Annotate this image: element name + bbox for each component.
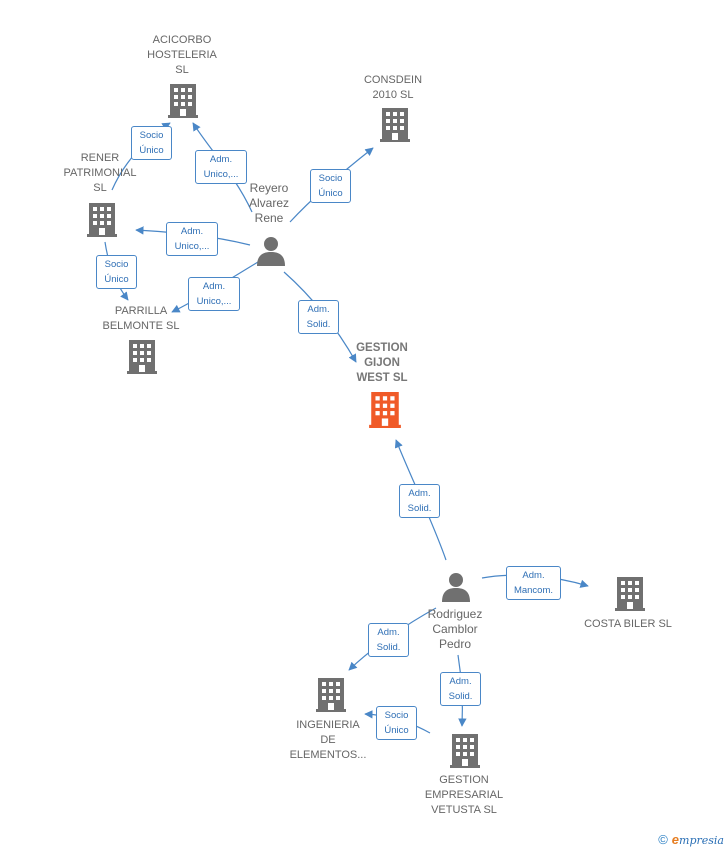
company-label-gestion-gijon[interactable]: GESTION GIJON WEST SL: [356, 342, 408, 384]
edge-label: Socio Único: [131, 126, 172, 160]
building-icon: [168, 84, 198, 118]
edge-label: Adm. Unico,...: [166, 222, 218, 256]
edge-label: Adm. Solid.: [298, 300, 339, 334]
company-label-gestion-vetusta[interactable]: GESTION EMPRESARIAL VETUSTA SL: [424, 774, 504, 816]
edge-label: Socio Único: [376, 706, 417, 740]
building-icon: [316, 678, 346, 712]
company-label-ingenieria[interactable]: INGENIERIA DE ELEMENTOS...: [289, 719, 367, 761]
edge-label: Socio Único: [310, 169, 351, 203]
edge-label: Socio Único: [96, 255, 137, 289]
footer-branding: © empresia: [658, 832, 724, 847]
person-label-reyero[interactable]: Reyero Alvarez Rene: [248, 181, 289, 225]
company-label-consdein[interactable]: CONSDEIN 2010 SL: [363, 74, 423, 101]
edge-label: Adm. Unico,...: [195, 150, 247, 184]
person-label-rodriguez[interactable]: Rodriguez Camblor Pedro: [427, 607, 483, 651]
company-label-rener[interactable]: RENER PATRIMONIAL SL: [63, 152, 137, 194]
building-icon: [380, 108, 410, 142]
copyright-icon: ©: [658, 832, 668, 847]
company-label-acicorbo[interactable]: ACICORBO HOSTELERIA SL: [147, 34, 217, 76]
company-label-parrilla[interactable]: PARRILLA BELMONTE SL: [102, 305, 180, 332]
building-icon: [615, 577, 645, 611]
edge-label: Adm. Solid.: [399, 484, 440, 518]
person-icon: [442, 573, 470, 602]
edge-label: Adm. Mancom.: [506, 566, 561, 600]
person-icon: [257, 237, 285, 266]
building-icon: [450, 734, 480, 768]
building-icon: [127, 340, 157, 374]
focus-building-icon: [369, 392, 401, 428]
edge-label: Adm. Solid.: [440, 672, 481, 706]
building-icon: [87, 203, 117, 237]
edge-label: Adm. Solid.: [368, 623, 409, 657]
edge-label: Adm. Unico,...: [188, 277, 240, 311]
brand-logo: empresia: [671, 832, 724, 847]
company-label-costa-biler[interactable]: COSTA BILER SL: [584, 618, 672, 630]
